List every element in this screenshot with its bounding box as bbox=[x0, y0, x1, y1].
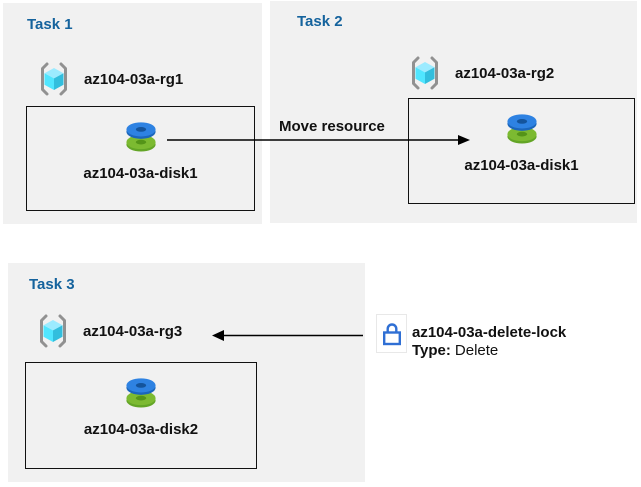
resource-box: az104-03a-disk2 bbox=[25, 362, 257, 469]
resource-box: az104-03a-disk1 bbox=[408, 98, 635, 204]
panel-title: Task 1 bbox=[27, 16, 73, 33]
disk-label: az104-03a-disk2 bbox=[83, 421, 199, 438]
lock-name: az104-03a-delete-lock bbox=[412, 324, 567, 341]
lock-square bbox=[376, 314, 407, 353]
resource-group-icon bbox=[406, 55, 444, 91]
resource-group-row: az104-03a-rg3 bbox=[34, 313, 182, 349]
resource-box: az104-03a-disk1 bbox=[26, 106, 255, 211]
panel-title: Task 2 bbox=[297, 13, 343, 30]
lock-icon bbox=[381, 320, 403, 347]
task2-panel: Task 2 az104-03a-rg2 bbox=[270, 1, 637, 223]
disk-icon bbox=[503, 112, 541, 144]
lock-type-label: Type: bbox=[412, 342, 451, 359]
disk-icon bbox=[122, 376, 160, 408]
move-resource-arrow bbox=[167, 135, 470, 145]
delete-lock-arrow bbox=[212, 330, 363, 341]
panel-title: Task 3 bbox=[29, 276, 75, 293]
resource-group-label: az104-03a-rg3 bbox=[83, 322, 183, 340]
resource-group-icon bbox=[35, 61, 73, 97]
resource-group-label: az104-03a-rg2 bbox=[455, 64, 555, 82]
lock-type-line: Type:Delete bbox=[412, 342, 566, 360]
disk-icon bbox=[122, 120, 160, 152]
task3-panel: Task 3 az104-03a-rg3 bbox=[8, 263, 365, 482]
disk-label: az104-03a-disk1 bbox=[464, 157, 579, 174]
lock-text-block: az104-03a-delete-lock Type:Delete bbox=[412, 324, 566, 360]
move-resource-label: Move resource bbox=[279, 118, 385, 135]
disk-label: az104-03a-disk1 bbox=[83, 165, 198, 182]
lock-type-value: Delete bbox=[454, 342, 499, 359]
resource-group-icon bbox=[34, 313, 72, 349]
resource-group-row: az104-03a-rg1 bbox=[35, 61, 183, 97]
resource-group-label: az104-03a-rg1 bbox=[84, 70, 184, 88]
task1-panel: Task 1 az104-03a-rg1 bbox=[3, 3, 262, 224]
resource-group-row: az104-03a-rg2 bbox=[406, 55, 554, 91]
